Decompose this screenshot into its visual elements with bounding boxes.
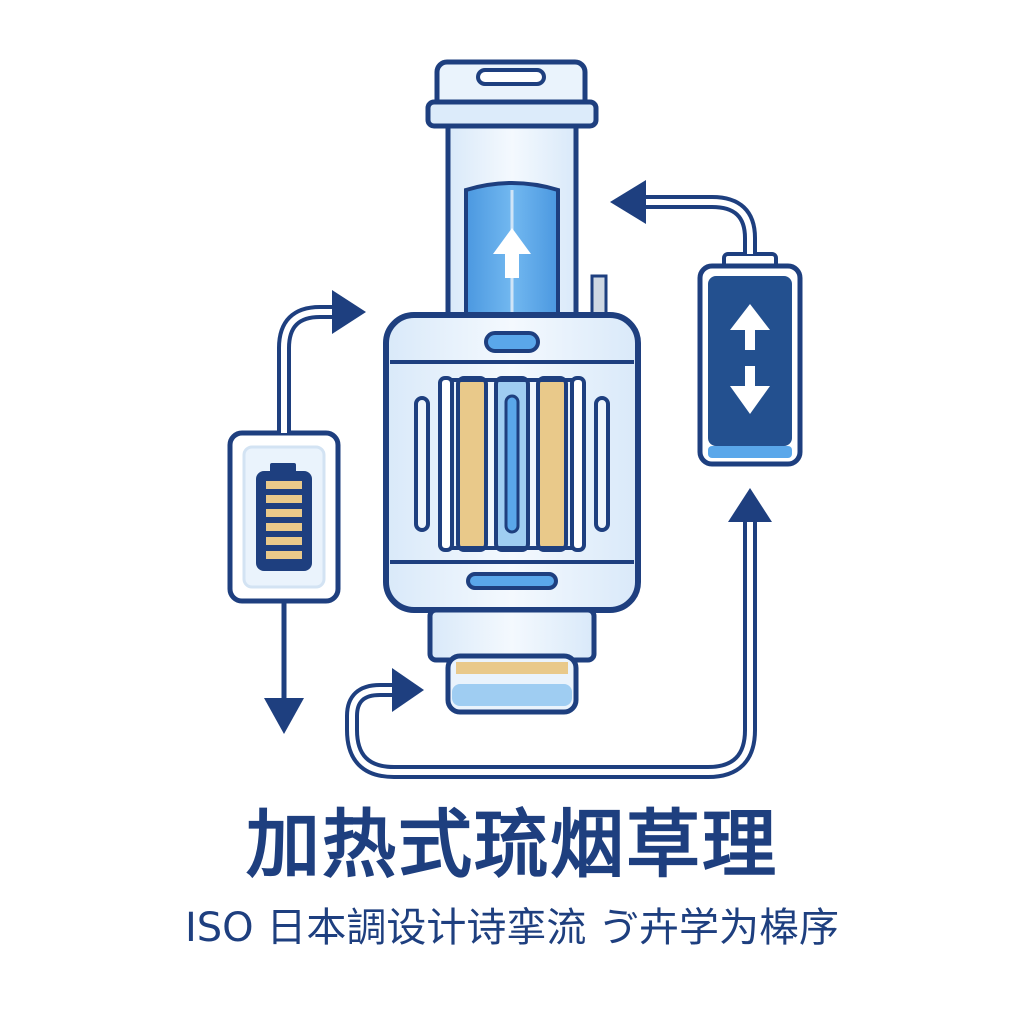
heated-tobacco-diagram [227, 59, 803, 779]
bottom-return-pipe [345, 516, 757, 779]
arrow-right-icon [332, 290, 366, 334]
right-upper-flow-pipe [640, 195, 757, 254]
diagram-subtitle: ISO 日本調设计诗挛流 ゔ卉学为槔序 [184, 905, 840, 951]
battery-icon [256, 463, 312, 571]
upper-chamber [445, 123, 579, 329]
top-cap [425, 59, 599, 129]
arrow-left-icon [610, 180, 646, 224]
arrow-down-icon [264, 698, 304, 734]
lower-body [427, 607, 597, 715]
left-flow-pipe [277, 305, 336, 700]
flow-up-arrow-icon [493, 228, 531, 278]
side-pin [590, 274, 608, 318]
arrow-right-bottom-icon [392, 668, 424, 712]
left-battery-module [227, 430, 341, 604]
right-control-module [697, 252, 803, 467]
up-down-arrow-icon [730, 304, 770, 414]
arrow-up-icon [728, 488, 772, 522]
heater-housing [383, 312, 641, 613]
diagram-title: 加热式琉烟草理 [246, 802, 778, 888]
